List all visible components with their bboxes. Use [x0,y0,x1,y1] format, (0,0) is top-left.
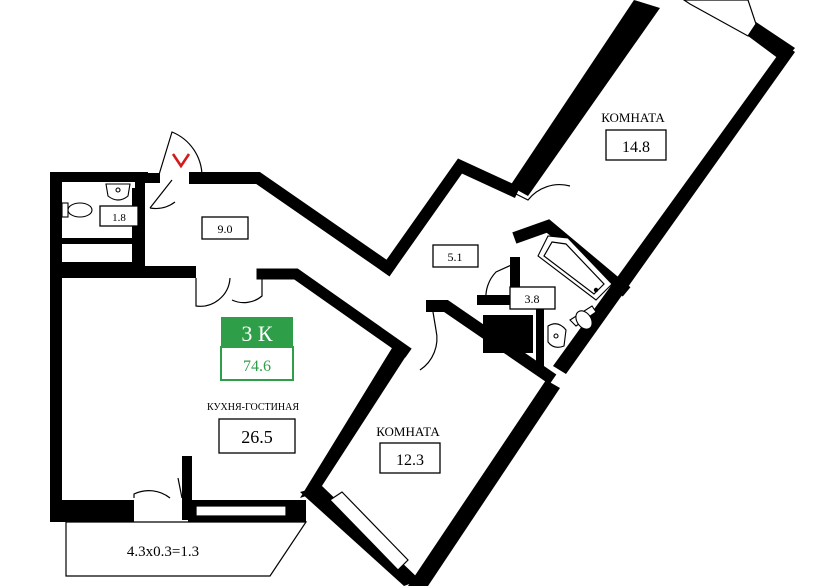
sink-icon [547,323,567,348]
room-name-bedroom-bottom: КОМНАТА [376,424,440,439]
wall-bedroom-bottom-lower [300,486,420,586]
wall-entrance-left [135,173,160,267]
toilet-icon [61,202,93,218]
sink-icon [105,183,131,201]
walls [50,0,795,586]
total-area: 74.6 [243,358,271,375]
total-area-box [220,346,294,381]
window-bedroom-top [682,0,757,37]
room-name-kitchen-living: КУХНЯ-ГОСТИНАЯ [207,402,299,413]
bathtub-icon [537,235,613,301]
wall-bath-top [512,219,631,297]
door-swing-icon [157,131,203,179]
window-bedroom-bottom [329,491,409,571]
door-swing-icon [511,184,571,201]
area-bathroom: 3.8 [525,292,540,306]
wall-toilet-right [132,188,138,268]
area-box-bedroom-bottom [379,442,441,474]
door-swing-icon [231,276,263,304]
area-box-toilet [99,205,139,227]
room-name-bedroom-top: КОМНАТА [601,110,665,125]
wall-left-outer [50,172,62,512]
door-swing-icon [485,261,519,301]
door-swing-icon [419,305,438,371]
area-bedroom-bottom: 12.3 [396,452,424,469]
door-swing-icon [149,179,176,210]
door-swing-icon [133,490,171,499]
balcony-label: 4.3х0.3=1.3 [127,544,199,560]
fixtures [61,183,613,348]
area-hall: 9.0 [218,222,233,236]
wall-kitchen-stub [182,456,192,520]
windows [195,0,757,571]
area-bedroom-top: 14.8 [622,139,650,156]
window-kitchen [195,505,287,517]
area-box-kitchen-living [218,418,296,454]
wall-kitchen-top [56,266,196,278]
wall-toilet-bottom [52,238,138,244]
toilet-icon [569,305,597,330]
wall-kitchen-bottom-left [50,500,134,522]
door-swing-icon [195,277,231,307]
area-box-bathroom [509,286,556,310]
area-corridor: 5.1 [448,250,463,264]
room-labels: КОМНАТА 14.8 5.1 3.8 9.0 1.8 3 К 74.6 КУ… [99,110,667,560]
wall-bedroom-top-cap [748,22,795,62]
wall-hall-top [189,172,397,277]
wall-niche [483,315,533,353]
wall-toilet-top [52,172,148,182]
apartment-type: 3 К [241,321,273,346]
wall-bedroom-bottom-left [300,348,406,498]
wall-bedroom-bottom-right [408,380,560,586]
wall-bedroom-top-right [553,45,795,374]
wall-kitchen-diagonal [256,268,412,358]
door-swing-icon [177,477,183,499]
wall-corridor-top [379,158,520,277]
balcony-outline [65,521,308,577]
area-box-bedroom-top [605,129,667,161]
entrance-arrow-icon [171,153,191,169]
area-box-corridor [432,244,479,268]
doors [133,131,571,499]
area-kitchen-living: 26.5 [241,427,273,447]
apartment-type-badge [221,317,293,347]
area-box-hall [201,216,249,240]
wall-bedroom-top-left [510,0,660,196]
area-toilet: 1.8 [112,212,126,224]
